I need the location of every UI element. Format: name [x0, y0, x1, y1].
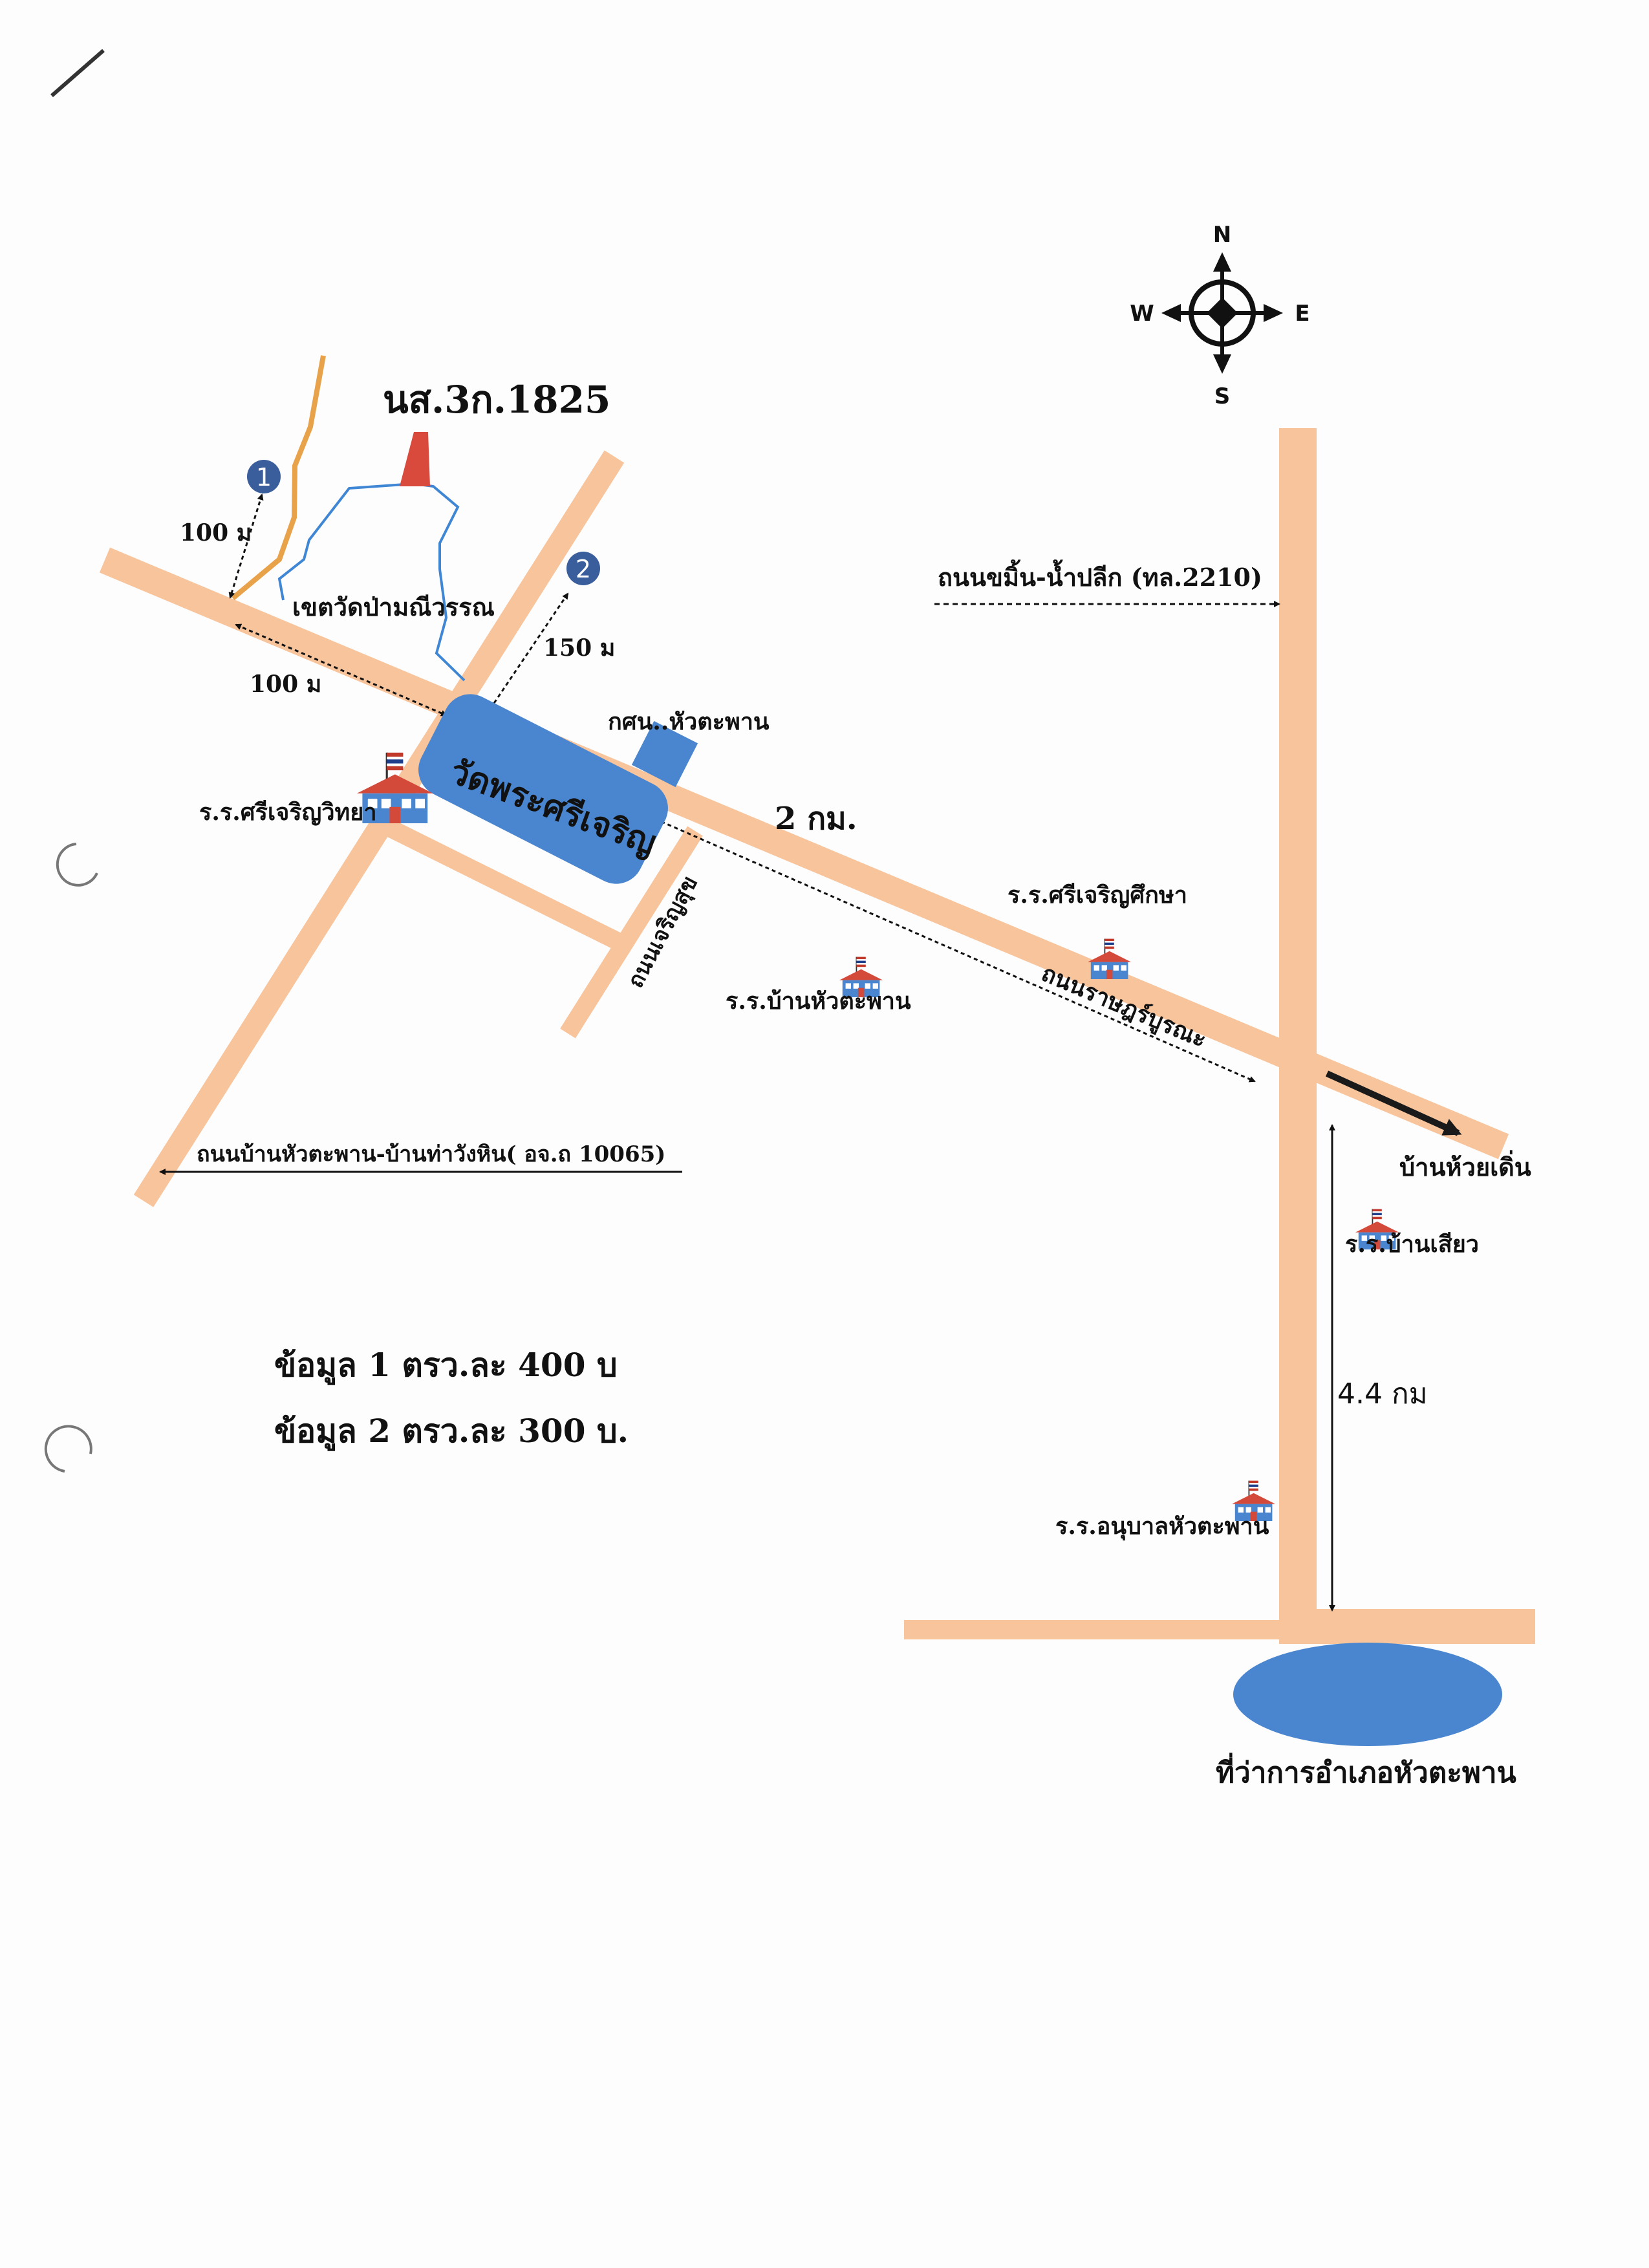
district-office-pond — [1233, 1643, 1502, 1746]
kson-building — [631, 720, 698, 788]
compass-w: W — [1130, 301, 1154, 327]
parcel-label: นส.3ก.1825 — [383, 378, 610, 422]
punch-hole-top — [56, 843, 98, 887]
compass-s: S — [1214, 383, 1231, 409]
label-150m: 150 ม — [543, 634, 615, 662]
road-district-right — [1317, 1609, 1535, 1644]
label-road-wangin: ถนนบ้านหัวตะพาน-บ้านท่าวังหิน( อจ.ถ 1006… — [197, 1141, 665, 1167]
compass-rose: N S E W — [1130, 222, 1310, 409]
svg-text:1: 1 — [256, 463, 272, 491]
road-khamin — [1279, 428, 1317, 1644]
dim-100m-road — [235, 623, 447, 717]
label-2km: 2 กม. — [775, 801, 857, 837]
arrow-huai-doen — [1325, 1070, 1462, 1136]
school-icon-srisuksa — [1087, 938, 1132, 980]
scan-mark — [50, 49, 105, 98]
road-wangin — [133, 450, 625, 1207]
label-sch-anuban: ร.ร.อนุบาลหัวตะพาน — [1055, 1513, 1269, 1541]
info-line-2: ข้อมูล 2 ตรว.ละ 300 บ. — [274, 1412, 629, 1451]
label-district-office: ที่ว่าการอำเภอหัวตะพาน — [1216, 1753, 1516, 1789]
compass-n: N — [1213, 222, 1231, 248]
compass-e: E — [1295, 301, 1310, 327]
label-sch-huataphan: ร.ร.บ้านหัวตะพาน — [726, 988, 911, 1015]
river — [231, 355, 326, 601]
dim-100m-river — [228, 493, 264, 599]
info-line-1: ข้อมูล 1 ตรว.ละ 400 บ — [274, 1346, 618, 1385]
wat-boundary-line — [277, 482, 466, 682]
punch-hole-bottom — [44, 1425, 92, 1473]
svg-text:2: 2 — [576, 555, 591, 583]
label-sch-srisuksa: ร.ร.ศรีเจริญศึกษา — [1008, 881, 1187, 909]
label-sch-sriwit: ร.ร.ศรีเจริญวิทยา — [199, 799, 377, 826]
dim-150m — [484, 592, 569, 718]
parcel-marker — [400, 432, 430, 486]
label-100m-2: 100 ม — [250, 671, 321, 698]
label-100m-1: 100 ม — [180, 519, 252, 546]
label-4-4km: 4.4 กม — [1337, 1377, 1428, 1410]
label-huai-doen: บ้านห้วยเดิ่น — [1399, 1150, 1531, 1182]
marker-2: 2 — [566, 552, 600, 585]
wat-phra-sri-charoen — [418, 694, 668, 884]
marker-1: 1 — [247, 460, 281, 493]
label-kson: กศน..หัวตะพาน — [608, 708, 770, 735]
label-sch-siao: ร.ร.บ้านเสียว — [1345, 1231, 1479, 1258]
label-road-khamin: ถนนขมิ้น-น้ำปลีก (ทล.2210) — [938, 559, 1262, 592]
label-wat-boundary: เขตวัดป่ามณีวรรณ — [292, 592, 495, 621]
